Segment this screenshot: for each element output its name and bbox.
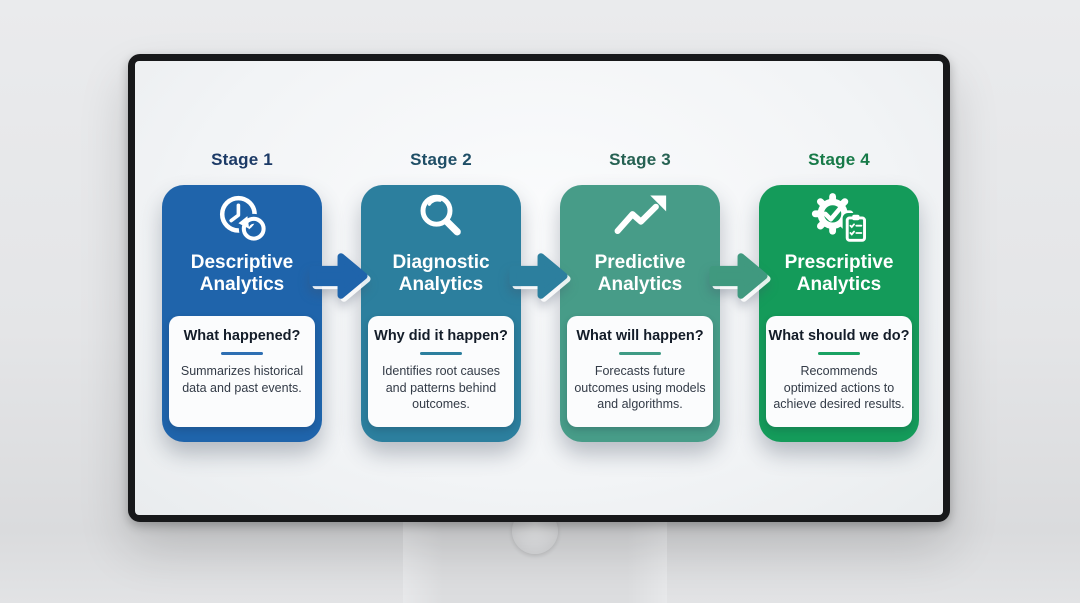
description: Identifies root causes and patterns behi… [381, 364, 501, 412]
stage-column: Stage 3 Predictive Analytics What will h… [560, 148, 720, 442]
monitor-frame: Stage 1 Descriptive Analytics What [128, 54, 950, 522]
flow-arrow-icon [306, 246, 372, 311]
info-panel: What happened? Summarizes historical dat… [169, 316, 315, 427]
stage-label: Stage 2 [410, 150, 472, 169]
search-icon [361, 185, 521, 249]
card-title: Predictive Analytics [594, 252, 686, 296]
stage-column: Stage 1 Descriptive Analytics What [162, 148, 322, 442]
flow-arrow-icon [706, 246, 772, 311]
divider [221, 352, 263, 355]
description: Summarizes historical data and past even… [180, 364, 304, 395]
stage-card: Descriptive Analytics What happened? Sum… [162, 185, 322, 442]
divider [420, 352, 462, 355]
stage-label: Stage 1 [211, 150, 273, 169]
info-panel: What will happen? Forecasts future outco… [567, 316, 713, 427]
monitor-screen: Stage 1 Descriptive Analytics What [135, 61, 943, 515]
flow-arrow-icon [506, 246, 572, 311]
card-title: Descriptive Analytics [190, 252, 294, 296]
stage-card: Predictive Analytics What will happen? F… [560, 185, 720, 442]
info-panel: Why did it happen? Identifies root cause… [368, 316, 514, 427]
monitor-stand [403, 508, 667, 603]
stage-label: Stage 4 [808, 150, 870, 169]
question-heading: What happened? [183, 328, 301, 344]
card-title: Diagnostic Analytics [392, 252, 490, 296]
divider [818, 352, 860, 355]
card-title: Prescriptive Analytics [784, 252, 894, 296]
info-panel: What should we do? Recommends optimized … [766, 316, 912, 427]
trend-up-icon [560, 185, 720, 249]
description: Forecasts future outcomes using models a… [574, 364, 706, 412]
divider [619, 352, 661, 355]
gear-check-clipboard-icon [759, 185, 919, 249]
stage-column: Stage 4 [759, 148, 919, 442]
question-heading: Why did it happen? [374, 328, 508, 344]
clock-history-icon [162, 185, 322, 249]
description: Recommends optimized actions to achieve … [773, 364, 905, 412]
question-heading: What should we do? [768, 328, 910, 344]
stage-column: Stage 2 Diagnostic Analytics Why did it … [361, 148, 521, 442]
stage-card: Prescriptive Analytics What should we do… [759, 185, 919, 442]
question-heading: What will happen? [576, 328, 704, 344]
stage-label: Stage 3 [609, 150, 671, 169]
stage-card: Diagnostic Analytics Why did it happen? … [361, 185, 521, 442]
